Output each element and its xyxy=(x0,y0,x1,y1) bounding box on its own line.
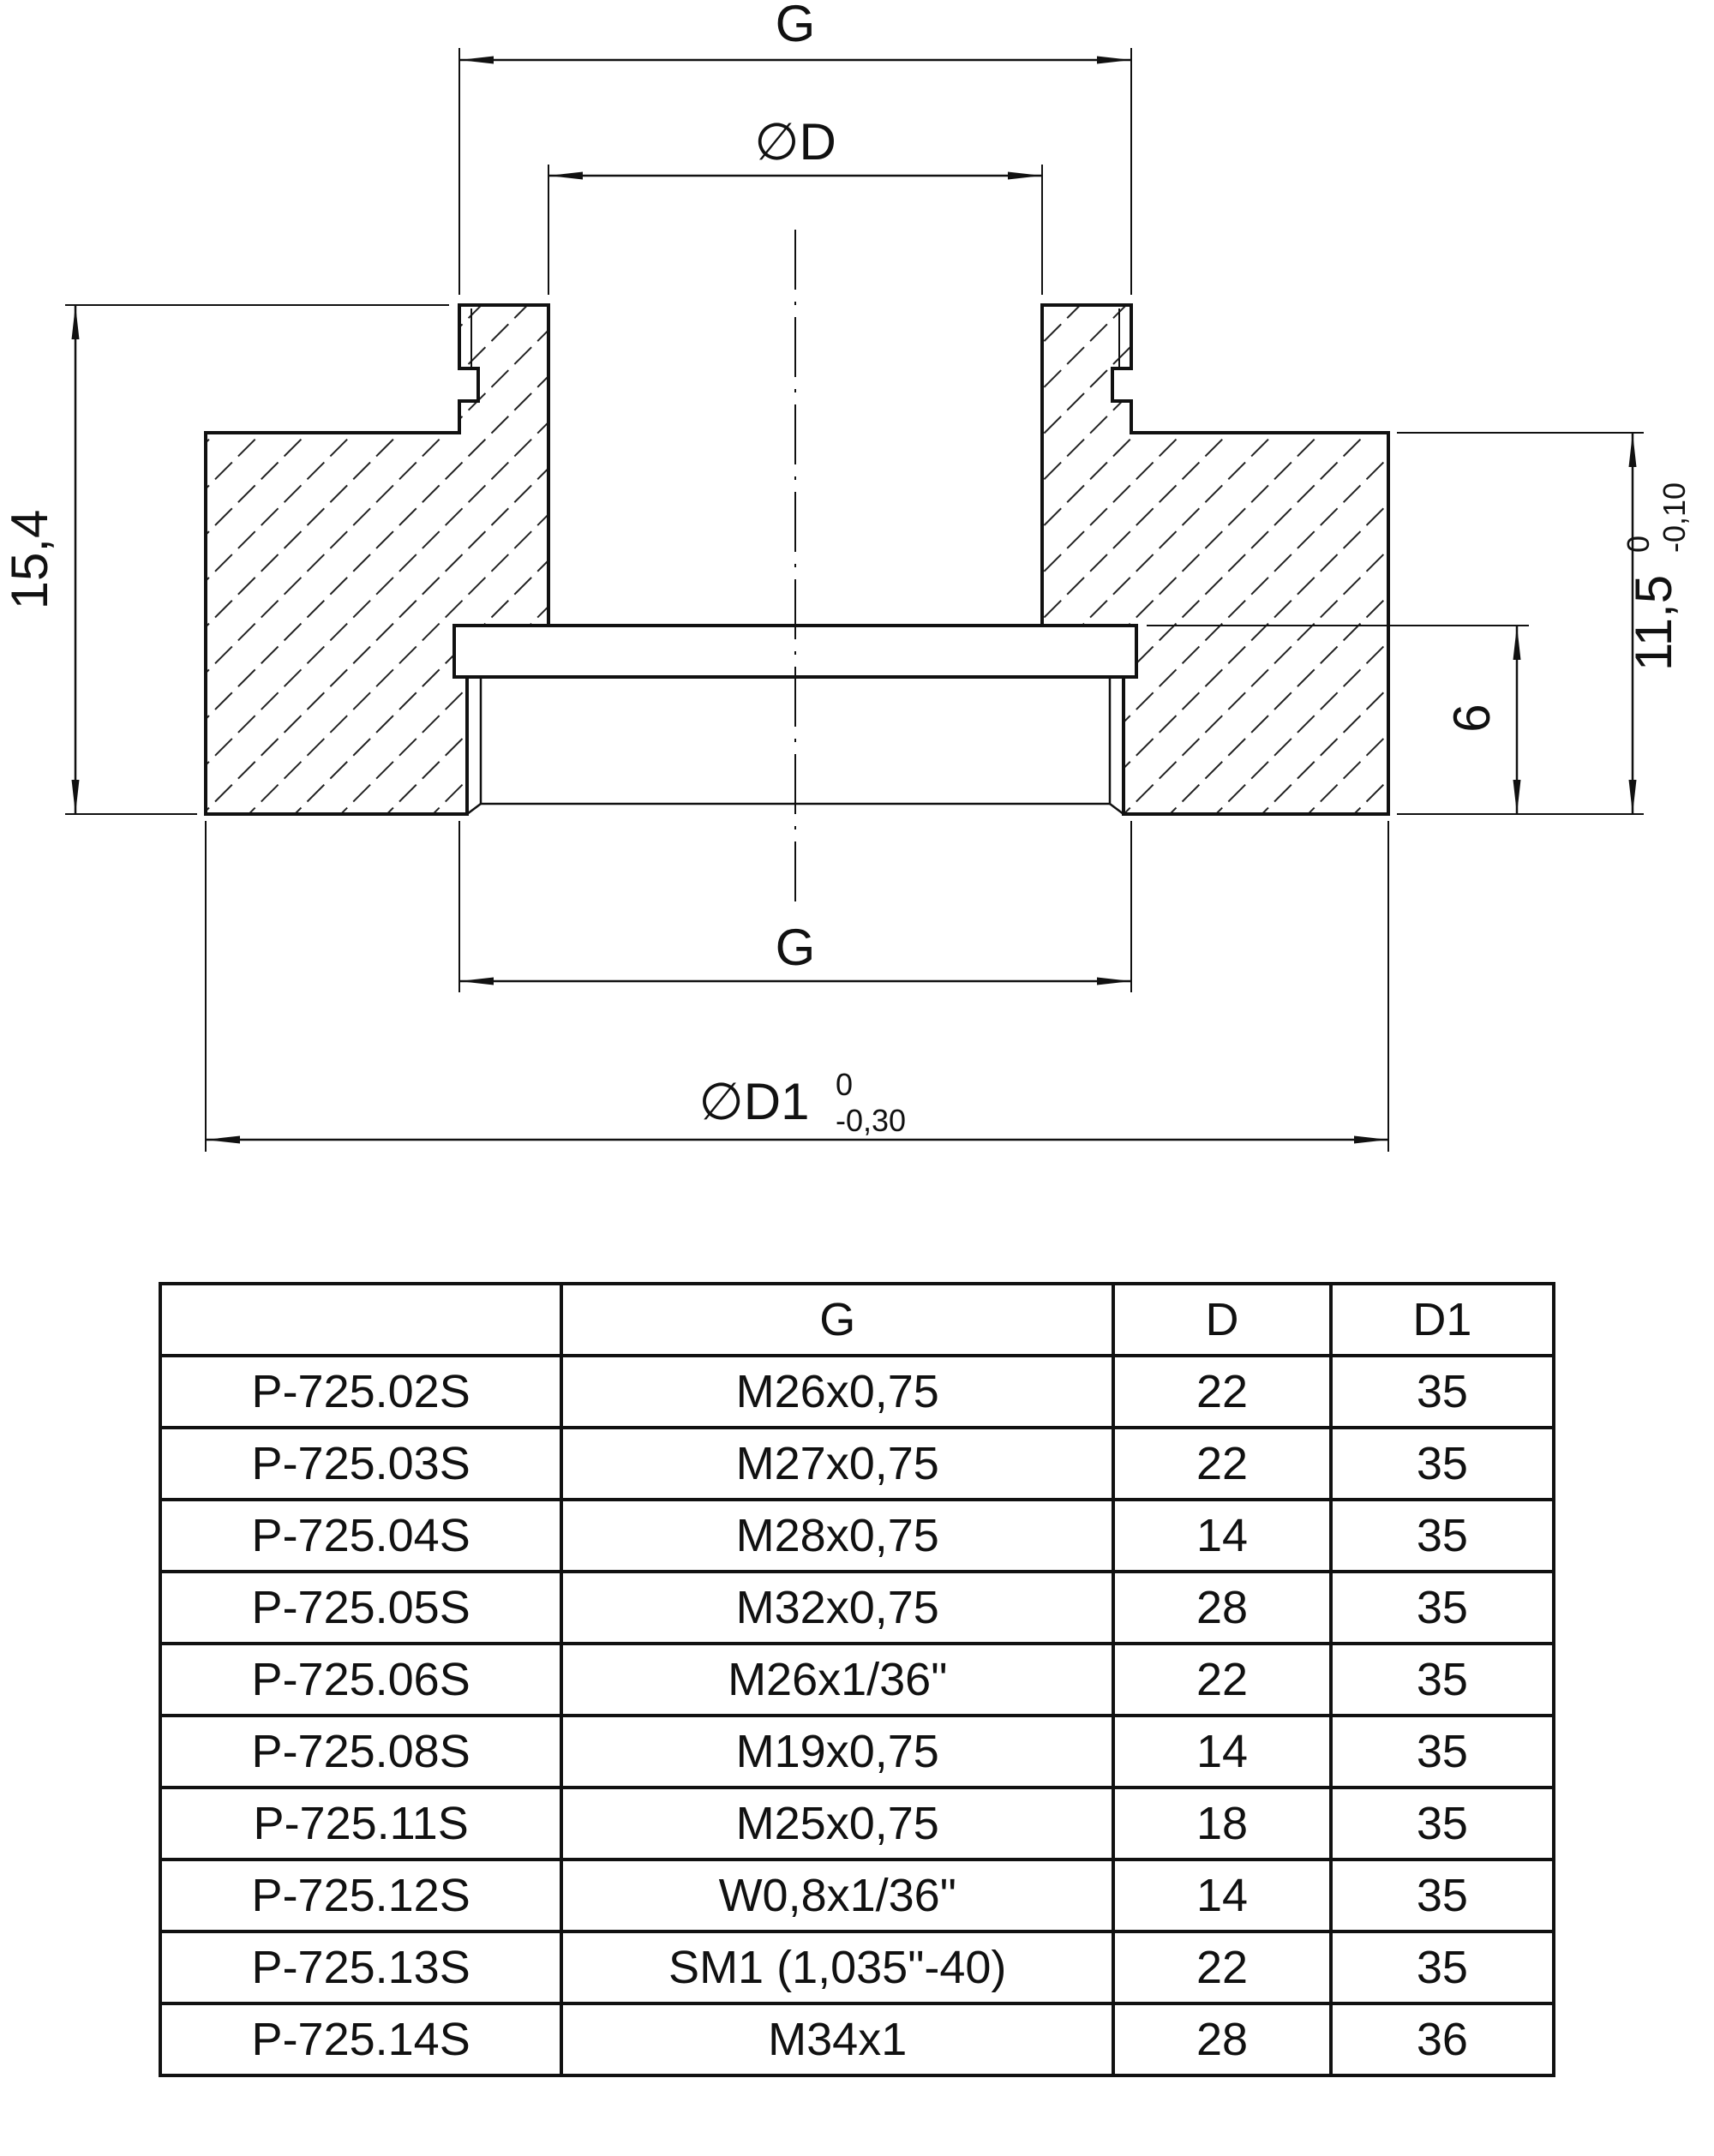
dim-d: 14 xyxy=(1112,1498,1333,1573)
dim-d: 28 xyxy=(1112,2002,1333,2077)
dimension-overall-height: 15,4 xyxy=(1,304,449,815)
dim-d1: 35 xyxy=(1328,1642,1556,1717)
recess-chamfer-right xyxy=(1109,803,1124,815)
part-cross-section xyxy=(204,230,1390,910)
part-number: P-725.03S xyxy=(158,1426,564,1501)
dimension-flange-height: 11,5 0 -0,10 xyxy=(1397,432,1692,815)
col-header-part xyxy=(158,1282,564,1357)
dim-outer-d1-tol-lower: -0,30 xyxy=(836,1103,906,1138)
dim-d: 22 xyxy=(1112,1426,1333,1501)
thread-g: M26x0,75 xyxy=(560,1354,1116,1429)
table-row: P-725.05S M32x0,75 28 35 xyxy=(158,1570,1556,1645)
dim-d1: 35 xyxy=(1328,1570,1556,1645)
part-number: P-725.12S xyxy=(158,1858,564,1933)
table-row: P-725.03S M27x0,75 22 35 xyxy=(158,1426,1556,1501)
part-number: P-725.14S xyxy=(158,2002,564,2077)
dim-d1: 35 xyxy=(1328,1498,1556,1573)
dim-d1: 35 xyxy=(1328,1786,1556,1861)
dim-bottom-g-label: G xyxy=(776,919,816,976)
table-row: P-725.12S W0,8x1/36" 14 35 xyxy=(158,1858,1556,1933)
dim-d: 22 xyxy=(1112,1354,1333,1429)
dim-d1: 35 xyxy=(1328,1858,1556,1933)
dim-d1: 36 xyxy=(1328,2002,1556,2077)
dim-d: 22 xyxy=(1112,1930,1333,2005)
hatch-section-left xyxy=(204,303,550,816)
dimension-bottom-g: G xyxy=(458,821,1132,992)
dim-flange-height-tol-upper: 0 xyxy=(1621,536,1656,553)
recess-chamfer-left xyxy=(466,803,482,815)
part-number: P-725.11S xyxy=(158,1786,564,1861)
dim-outer-d1-label: ∅D1 xyxy=(699,1073,810,1130)
dimension-recess-depth: 6 xyxy=(1147,625,1529,814)
dim-d1: 35 xyxy=(1328,1426,1556,1501)
part-number: P-725.06S xyxy=(158,1642,564,1717)
dim-d: 18 xyxy=(1112,1786,1333,1861)
col-header-d1: D1 xyxy=(1328,1282,1556,1357)
dim-d: 14 xyxy=(1112,1714,1333,1789)
part-number: P-725.08S xyxy=(158,1714,564,1789)
technical-drawing: G ∅D 15,4 11,5 0 -0,10 xyxy=(1,0,1692,1152)
hatch-section-right xyxy=(1040,303,1390,816)
dim-flange-height-tol-lower: -0,10 xyxy=(1657,482,1692,553)
thread-g: M19x0,75 xyxy=(560,1714,1116,1789)
dimension-top-g: G xyxy=(458,0,1132,295)
dim-d1: 35 xyxy=(1328,1714,1556,1789)
thread-g: M25x0,75 xyxy=(560,1786,1116,1861)
thread-g: M34x1 xyxy=(560,2002,1116,2077)
table-row: P-725.13S SM1 (1,035"-40) 22 35 xyxy=(158,1930,1556,2005)
col-header-d: D xyxy=(1112,1282,1333,1357)
table-row: P-725.11S M25x0,75 18 35 xyxy=(158,1786,1556,1861)
col-header-g: G xyxy=(560,1282,1116,1357)
dim-flange-height-label: 11,5 xyxy=(1625,575,1682,671)
thread-g: M28x0,75 xyxy=(560,1498,1116,1573)
dim-d: 14 xyxy=(1112,1858,1333,1933)
dim-d1: 35 xyxy=(1328,1930,1556,2005)
drawing-panel: G ∅D 15,4 11,5 0 -0,10 xyxy=(1,0,1692,1152)
dimension-bore-d: ∅D xyxy=(548,113,1043,295)
table-row: P-725.02S M26x0,75 22 35 xyxy=(158,1354,1556,1429)
dim-top-g-label: G xyxy=(776,0,816,52)
part-number: P-725.02S xyxy=(158,1354,564,1429)
table-row: P-725.06S M26x1/36" 22 35 xyxy=(158,1642,1556,1717)
dim-d: 22 xyxy=(1112,1642,1333,1717)
thread-g: W0,8x1/36" xyxy=(560,1858,1116,1933)
table-header-row: G D D1 xyxy=(158,1282,1556,1357)
dim-d1: 35 xyxy=(1328,1354,1556,1429)
part-number: P-725.13S xyxy=(158,1930,564,2005)
dim-bore-d-label: ∅D xyxy=(754,113,836,171)
table-row: P-725.08S M19x0,75 14 35 xyxy=(158,1714,1556,1789)
thread-g: SM1 (1,035"-40) xyxy=(560,1930,1116,2005)
thread-g: M32x0,75 xyxy=(560,1570,1116,1645)
dim-overall-height-label: 15,4 xyxy=(1,510,58,610)
thread-g: M26x1/36" xyxy=(560,1642,1116,1717)
thread-g: M27x0,75 xyxy=(560,1426,1116,1501)
part-number: P-725.04S xyxy=(158,1498,564,1573)
dim-d: 28 xyxy=(1112,1570,1333,1645)
dim-outer-d1-tol-upper: 0 xyxy=(836,1067,853,1102)
parts-table: G D D1 P-725.02S M26x0,75 22 35 P-725.03… xyxy=(158,1282,1556,2077)
table-row: P-725.14S M34x1 28 36 xyxy=(158,2002,1556,2077)
part-number: P-725.05S xyxy=(158,1570,564,1645)
table-row: P-725.04S M28x0,75 14 35 xyxy=(158,1498,1556,1573)
dimension-outer-d1: ∅D1 0 -0,30 xyxy=(205,821,1389,1152)
dim-recess-depth-label: 6 xyxy=(1443,704,1501,732)
